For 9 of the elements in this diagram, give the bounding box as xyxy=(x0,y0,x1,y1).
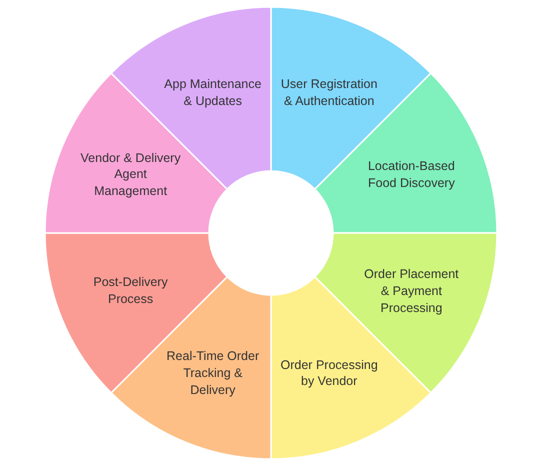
segment-label: App Maintenance & Updates xyxy=(163,76,262,110)
segment-label: Order Processing by Vendor xyxy=(280,356,379,390)
segment-label: Vendor & Delivery Agent Management xyxy=(80,150,182,200)
segment-label: Order Placement & Payment Processing xyxy=(363,266,460,316)
segment-label: User Registration & Authentication xyxy=(280,76,378,110)
donut-segment xyxy=(314,232,498,394)
segment-label: Location-Based Food Discovery xyxy=(366,158,456,192)
segment-label: Real-Time Order Tracking & Delivery xyxy=(166,348,260,399)
segment-label: Post-Delivery Process xyxy=(92,274,169,308)
